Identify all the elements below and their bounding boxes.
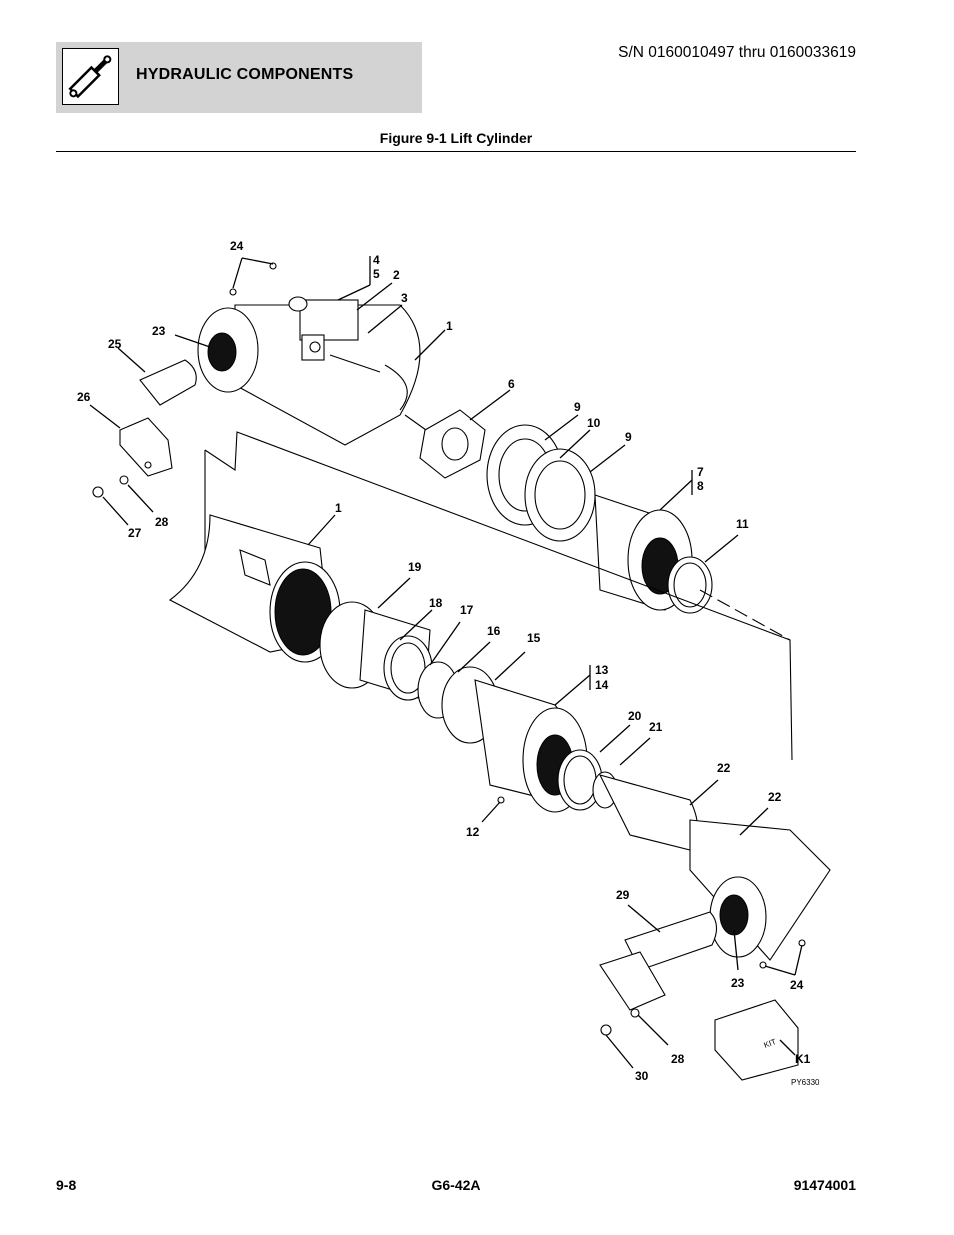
breakout-frame-top bbox=[204, 431, 793, 761]
callout-12: 12 bbox=[466, 825, 480, 839]
callout-2: 2 bbox=[393, 268, 400, 282]
callout-k1: K1 bbox=[795, 1052, 811, 1066]
callout-1b: 1 bbox=[335, 501, 342, 515]
callout-26: 26 bbox=[77, 390, 91, 404]
callout-4: 4 bbox=[373, 253, 380, 267]
callout-20: 20 bbox=[628, 709, 642, 723]
callout-24: 24 bbox=[230, 239, 244, 253]
washer-28b bbox=[630, 1008, 640, 1018]
port-fitting bbox=[239, 549, 271, 586]
pin-25 bbox=[139, 359, 197, 406]
callout-25: 25 bbox=[108, 337, 122, 351]
callout-14: 14 bbox=[595, 678, 609, 692]
callout-16: 16 bbox=[487, 624, 501, 638]
plate-29 bbox=[599, 951, 666, 1011]
callout-30: 30 bbox=[635, 1069, 649, 1083]
callout-leaders bbox=[89, 256, 803, 1069]
callout-28a: 28 bbox=[155, 515, 169, 529]
callout-9b: 9 bbox=[625, 430, 632, 444]
callout-28b: 28 bbox=[671, 1052, 685, 1066]
section-title: HYDRAULIC COMPONENTS bbox=[136, 66, 354, 83]
callout-23: 23 bbox=[152, 324, 166, 338]
fitting-24b bbox=[269, 262, 277, 270]
callout-7: 7 bbox=[697, 465, 704, 479]
callout-10: 10 bbox=[587, 416, 601, 430]
callout-18: 18 bbox=[429, 596, 443, 610]
fitting-24c bbox=[759, 961, 767, 969]
callout-6: 6 bbox=[508, 377, 515, 391]
pin-29 bbox=[624, 911, 718, 971]
section-header: HYDRAULIC COMPONENTS bbox=[56, 42, 422, 113]
nut-bore bbox=[441, 427, 469, 461]
screw-30 bbox=[600, 1024, 612, 1036]
serial-range: S/N 0160010497 thru 0160033619 bbox=[618, 44, 856, 61]
seal-10-inner bbox=[534, 460, 586, 530]
callout-19: 19 bbox=[408, 560, 422, 574]
callout-3: 3 bbox=[401, 291, 408, 305]
rod-22 bbox=[598, 774, 699, 851]
kit-box bbox=[714, 999, 799, 1081]
callout-13: 13 bbox=[595, 663, 609, 677]
drawing-number: PY6330 bbox=[791, 1078, 820, 1087]
callout-27: 27 bbox=[128, 526, 142, 540]
cylinder-barrel bbox=[197, 296, 441, 446]
figure-title: Figure 9-1 Lift Cylinder bbox=[379, 130, 533, 146]
model-number: G6-42A bbox=[431, 1177, 481, 1193]
callout-29: 29 bbox=[616, 888, 630, 902]
callout-22a: 22 bbox=[717, 761, 731, 775]
rod-eye-bore bbox=[719, 894, 749, 936]
ring-11-inner bbox=[673, 562, 707, 608]
manual-part-number: 91474001 bbox=[793, 1177, 856, 1193]
callout-21: 21 bbox=[649, 720, 663, 734]
callout-15: 15 bbox=[527, 631, 541, 645]
callout-24b: 24 bbox=[790, 978, 804, 992]
callout-17: 17 bbox=[460, 603, 474, 617]
callout-1: 1 bbox=[446, 319, 453, 333]
setscrew-12 bbox=[497, 796, 505, 804]
rod-end bbox=[689, 819, 831, 961]
plate-26 bbox=[119, 417, 173, 477]
fitting-24a bbox=[229, 288, 237, 296]
callout-11: 11 bbox=[736, 517, 749, 531]
centerline bbox=[699, 589, 791, 641]
callout-5: 5 bbox=[373, 267, 380, 281]
hydraulic-cylinder-icon bbox=[62, 48, 119, 105]
header-rule bbox=[56, 151, 856, 152]
screw-27 bbox=[92, 486, 104, 498]
ring-11 bbox=[667, 556, 713, 614]
callout-8: 8 bbox=[697, 479, 704, 493]
page-number: 9-8 bbox=[56, 1177, 77, 1193]
callout-23b: 23 bbox=[731, 976, 745, 990]
washer-28 bbox=[119, 475, 129, 485]
plate-hole bbox=[144, 461, 152, 469]
callout-22b: 22 bbox=[768, 790, 782, 804]
kit-text: KIT bbox=[763, 1037, 778, 1050]
callout-labels: 24 4 5 2 3 1 23 25 26 6 9 10 9 7 8 27 28… bbox=[77, 239, 820, 1087]
callout-9a: 9 bbox=[574, 400, 581, 414]
